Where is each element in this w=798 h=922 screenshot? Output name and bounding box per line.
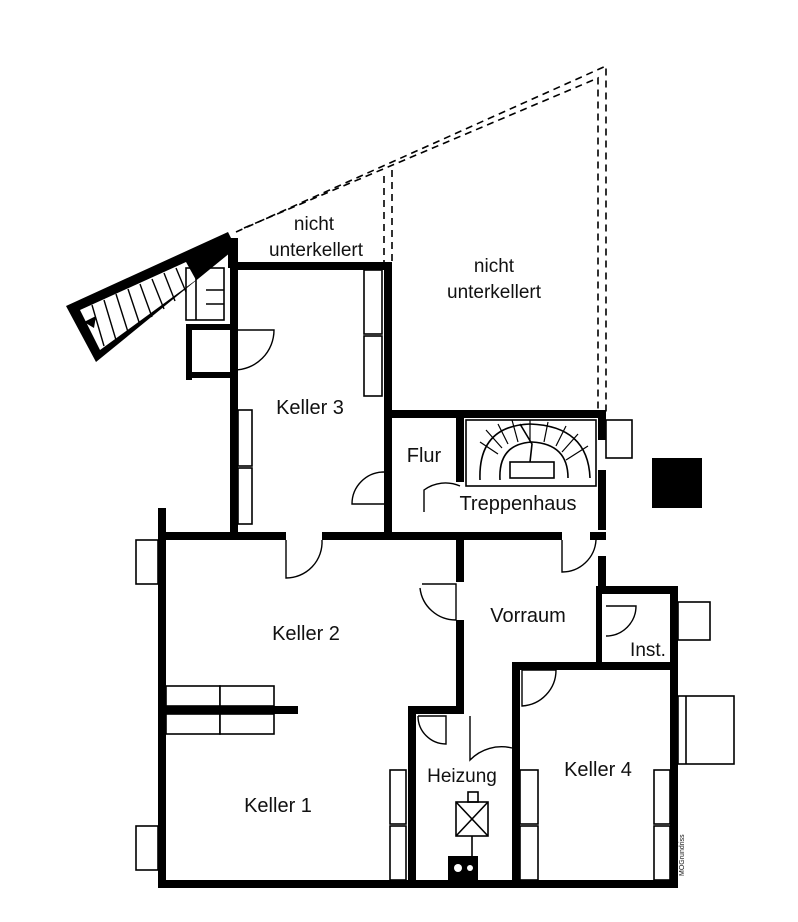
label-keller-2: Keller 2 <box>272 623 340 645</box>
label-nicht-unterkellert-2b: unterkellert <box>447 282 542 303</box>
walls <box>158 238 702 888</box>
label-heizung: Heizung <box>427 766 497 787</box>
label-nicht-unterkellert-1b: unterkellert <box>269 240 364 261</box>
credit-text: MOGrundriss <box>679 834 686 876</box>
interior-staircase <box>465 419 597 487</box>
windows <box>135 269 735 881</box>
label-treppenhaus: Treppenhaus <box>459 493 576 515</box>
unbasemented-outline <box>235 64 607 414</box>
label-nicht-unterkellert-2a: nicht <box>474 256 515 277</box>
label-nicht-unterkellert-1a: nicht <box>294 214 335 235</box>
label-flur: Flur <box>407 445 442 467</box>
label-inst: Inst. <box>630 640 666 661</box>
label-vorraum: Vorraum <box>490 605 566 627</box>
exterior-stair <box>66 232 236 362</box>
heating-boiler <box>448 791 489 880</box>
label-keller-3: Keller 3 <box>276 397 344 419</box>
room-labels: nicht unterkellert nicht unterkellert Ke… <box>244 214 666 817</box>
label-keller-1: Keller 1 <box>244 795 312 817</box>
label-keller-4: Keller 4 <box>564 759 632 781</box>
doors <box>233 329 637 762</box>
